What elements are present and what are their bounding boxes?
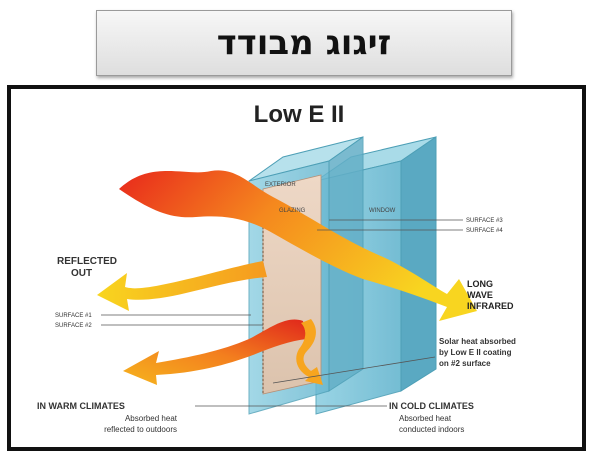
reflected-out-arrow [97,261,267,311]
warm-climates-title: IN WARM CLIMATES [37,401,125,411]
cold-climates-title: IN COLD CLIMATES [389,401,474,411]
label-surface2: SURFACE #2 [55,323,92,329]
solar-note-line3: on #2 surface [439,359,491,368]
label-surface1: SURFACE #1 [55,313,92,319]
label-surface3: SURFACE #3 [466,218,503,224]
label-glazing: GLAZING [279,208,306,214]
diagram-frame: Low E II EXTERIOR GLAZING WINDOW [7,85,586,451]
label-reflected: REFLECTED [57,256,117,267]
label-reflected-out: OUT [71,268,92,279]
low-e-diagram: Low E II EXTERIOR GLAZING WINDOW [11,89,582,447]
label-window: WINDOW [369,208,396,214]
warm-line1: Absorbed heat [125,414,178,423]
solar-note-line1: Solar heat absorbed [439,337,516,346]
solar-note-line2: by Low E II coating [439,348,512,357]
label-exterior: EXTERIOR [265,182,296,188]
cold-line2: conducted indoors [399,425,464,434]
label-surface4: SURFACE #4 [466,228,503,234]
warm-line2: reflected to outdoors [104,425,177,434]
label-long: LONG [467,279,493,289]
diagram-heading: Low E II [254,101,345,128]
label-wave: WAVE [467,290,493,300]
slide-title: זיגוג מבודד [217,23,392,63]
label-infrared: INFRARED [467,301,514,311]
slide-title-box: זיגוג מבודד [96,10,512,76]
cold-line1: Absorbed heat [399,414,452,423]
